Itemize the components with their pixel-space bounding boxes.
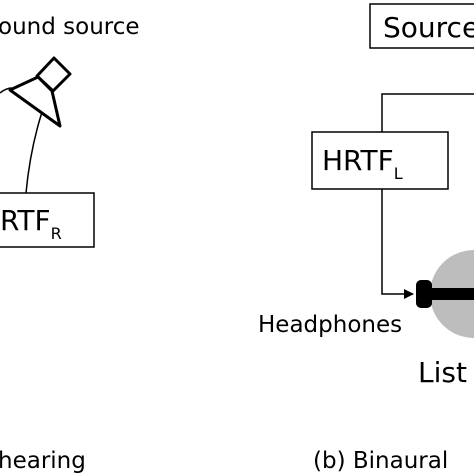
left-caption: hearing	[0, 448, 86, 474]
hrtf-r-box	[0, 192, 95, 248]
hrtf-r-label: RTFR	[0, 204, 62, 243]
source-to-hrtf-line	[381, 93, 474, 132]
hrtf-l-box	[311, 131, 449, 190]
speaker-to-hrtf-line	[25, 111, 43, 194]
left-connector-line	[0, 87, 13, 94]
source-box-label: Source	[383, 11, 474, 44]
hrtf-l-label: HRTFL	[322, 144, 403, 183]
arrow-icon	[381, 189, 414, 299]
source-box	[369, 3, 474, 49]
right-caption: (b) Binaural	[313, 448, 448, 474]
headphone-icon	[416, 280, 474, 308]
sound-source-label: ound source	[0, 14, 140, 40]
listener-label: List	[418, 356, 467, 389]
loudspeaker-icon	[8, 56, 72, 128]
headphones-label: Headphones	[258, 312, 402, 338]
